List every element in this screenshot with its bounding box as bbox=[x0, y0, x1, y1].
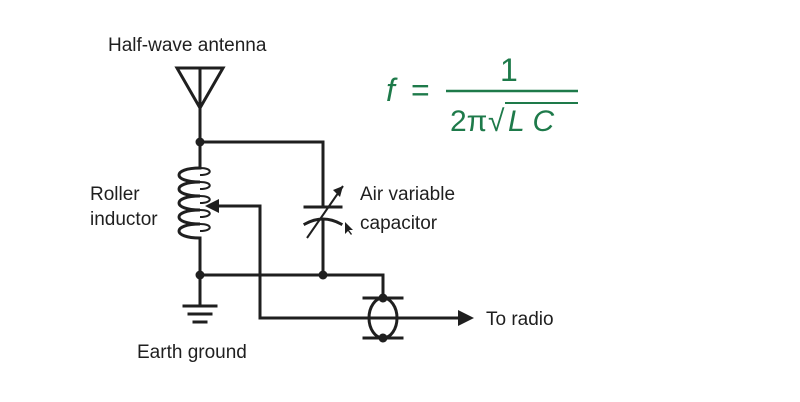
inductor-label-line1: Roller bbox=[90, 184, 140, 205]
formula-lhs: f bbox=[386, 72, 398, 108]
junction-dot bbox=[195, 270, 205, 280]
junction-dot bbox=[195, 137, 205, 147]
cursor-arrow-icon bbox=[345, 222, 353, 235]
formula-radical: √ bbox=[488, 105, 505, 138]
output-arrow-icon bbox=[458, 310, 474, 326]
antenna-symbol bbox=[174, 66, 226, 112]
formula-two-pi: 2π bbox=[450, 105, 487, 138]
capacitor-label-line2: capacitor bbox=[360, 213, 438, 234]
junction-dot bbox=[318, 270, 328, 280]
junction-dot bbox=[378, 293, 388, 303]
antenna-label: Half-wave antenna bbox=[108, 35, 267, 56]
variable-capacitor bbox=[302, 185, 344, 277]
formula-equals: = bbox=[411, 72, 430, 108]
earth-ground-symbol bbox=[182, 304, 218, 324]
ground-label: Earth ground bbox=[137, 342, 247, 363]
output-label: To radio bbox=[486, 309, 554, 330]
junction-dot bbox=[378, 333, 388, 343]
roller-tap-arrow bbox=[205, 199, 262, 320]
roller-inductor-coil bbox=[177, 166, 211, 240]
capacitor-label-line1: Air variable bbox=[360, 184, 455, 205]
formula-radicand: L C bbox=[508, 105, 554, 138]
inductor-label-line2: inductor bbox=[90, 209, 158, 230]
resonance-formula: f = 1 2π √ L C bbox=[386, 52, 578, 138]
formula-numerator: 1 bbox=[500, 52, 518, 88]
